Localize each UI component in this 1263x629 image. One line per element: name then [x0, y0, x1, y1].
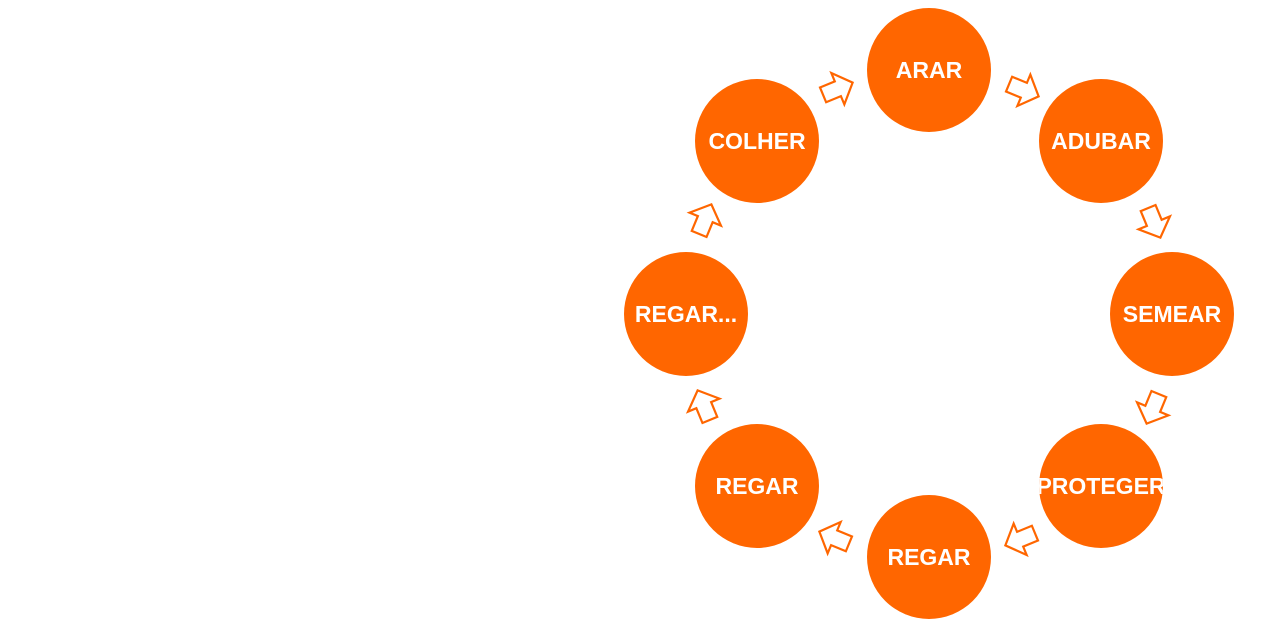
node-arar-label: ARAR [896, 57, 963, 83]
node-adubar-label: ADUBAR [1051, 128, 1151, 154]
node-semear-circle [1110, 252, 1234, 376]
node-regar-left-circle [624, 252, 748, 376]
node-proteger: PROTEGER [1036, 424, 1165, 548]
node-adubar-circle [1039, 79, 1163, 203]
nodes-layer: ARAR ADUBAR SEMEAR PROTEGER REGAR REGAR … [624, 8, 1234, 619]
arrows-layer [685, 70, 1173, 558]
node-colher-circle [695, 79, 819, 203]
node-regar-left-bottom-label: REGAR [715, 473, 798, 499]
arrow-icon [686, 202, 724, 239]
arrow-icon [685, 388, 723, 425]
node-arar: ARAR [867, 8, 991, 132]
node-colher: COLHER [695, 79, 819, 203]
node-arar-circle [867, 8, 991, 132]
arrow-icon [817, 519, 854, 557]
arrow-icon [1003, 520, 1040, 558]
node-adubar: ADUBAR [1039, 79, 1163, 203]
node-regar-left: REGAR... [624, 252, 748, 376]
node-regar-left-bottom: REGAR [695, 424, 819, 548]
arrow-icon [1134, 389, 1172, 426]
arrow-icon [818, 70, 855, 108]
node-colher-label: COLHER [708, 128, 806, 154]
node-regar-left-bottom-circle [695, 424, 819, 548]
node-semear-label: SEMEAR [1123, 301, 1222, 327]
node-semear: SEMEAR [1110, 252, 1234, 376]
node-regar-bottom-label: REGAR [887, 544, 970, 570]
arrow-icon [1135, 203, 1173, 240]
node-regar-bottom-circle [867, 495, 991, 619]
arrow-icon [1004, 71, 1041, 109]
node-regar-bottom: REGAR [867, 495, 991, 619]
node-proteger-circle [1039, 424, 1163, 548]
node-proteger-label: PROTEGER [1036, 473, 1165, 499]
node-regar-left-label: REGAR... [635, 301, 737, 327]
